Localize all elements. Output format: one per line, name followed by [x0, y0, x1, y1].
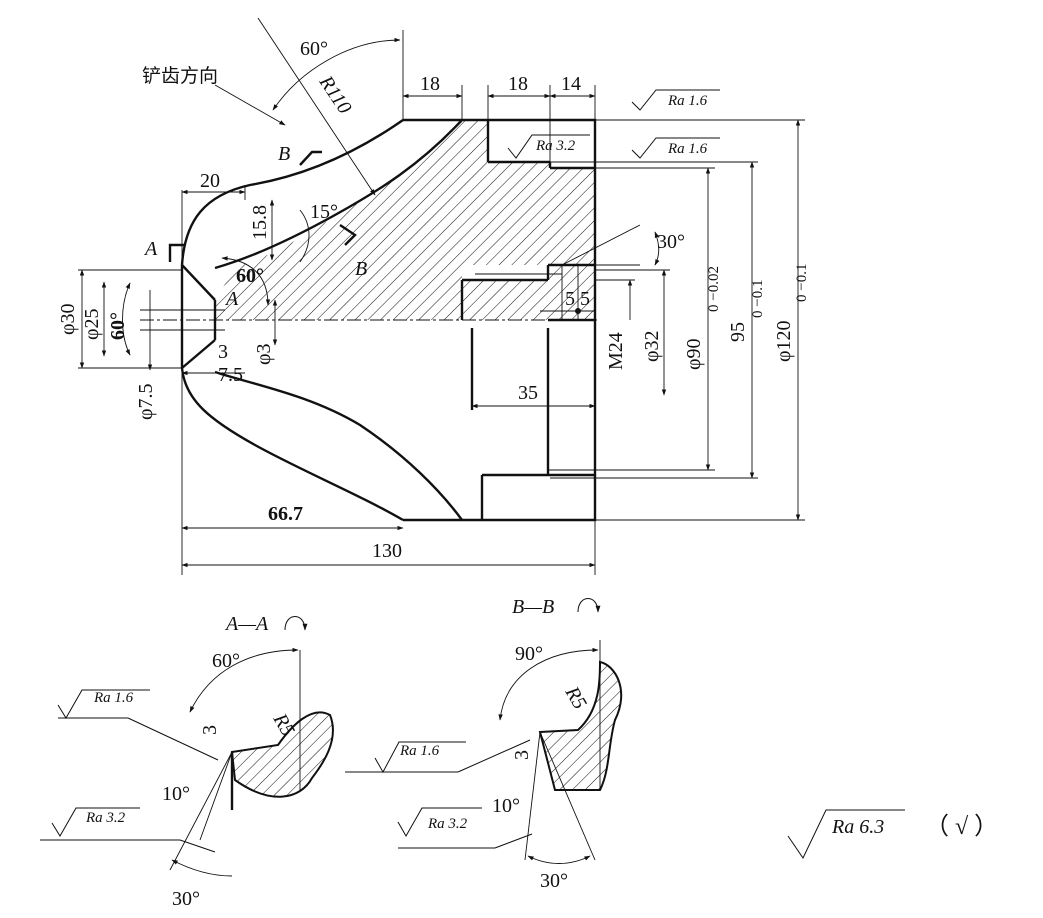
dim-95: 95 — [727, 322, 749, 342]
dim-phi90: φ90 — [683, 338, 705, 370]
dim-r110: R110 — [314, 71, 356, 118]
dim-5-5: 5 5 — [565, 288, 590, 310]
rotate-a-icon — [284, 616, 308, 631]
ext-30deg — [561, 224, 641, 266]
note-relief-direction: 铲齿方向 — [142, 65, 218, 87]
tol-phi90: 0 −0.02 — [706, 266, 722, 312]
curve-upper-outer — [180, 119, 404, 266]
dim-18a: 18 — [420, 73, 440, 95]
svg-text:Ra 3.2: Ra 3.2 — [85, 810, 126, 826]
dim-60-top: 60° — [300, 38, 328, 60]
dim-15deg: 15° — [310, 201, 338, 223]
cut-b1 — [299, 150, 322, 166]
dim-14: 14 — [561, 73, 581, 95]
dim-60-side: 60° — [107, 312, 129, 340]
rotate-b-icon — [577, 598, 601, 613]
tol-phi120: 0 −0.1 — [794, 264, 810, 302]
dim-35: 35 — [518, 382, 538, 404]
arc-60-side — [122, 282, 131, 356]
dim-15-8: 15.8 — [249, 205, 271, 240]
mark-a2: A — [224, 288, 239, 310]
general-roughness-value: Ra 6.3 — [831, 816, 884, 838]
mark-b1: B — [278, 143, 290, 165]
general-roughness: Ra 6.3 （ √ ） — [787, 809, 998, 859]
section-b-arc-90 — [498, 647, 599, 721]
section-a-arc-60 — [189, 647, 299, 713]
section-b-roughness-1: Ra 1.6 — [345, 739, 531, 774]
mark-a1: A — [143, 238, 158, 260]
dim-66-7: 66.7 — [268, 503, 303, 525]
dim-phi7-5: φ7.5 — [135, 383, 157, 420]
section-a-roughness-1: Ra 1.6 — [57, 689, 219, 761]
dim-phi3: φ3 — [253, 343, 275, 365]
svg-text:Ra 1.6: Ra 1.6 — [93, 690, 134, 706]
dim-3: 3 — [218, 341, 228, 363]
dim-20: 20 — [200, 170, 220, 192]
curve-lower-inner — [214, 370, 463, 521]
arc-15deg — [299, 209, 310, 263]
relief-leader — [214, 84, 286, 126]
section-b-hatch — [538, 660, 623, 791]
dim-7-5: 7.5 — [218, 364, 243, 386]
section-a-3: 3 — [199, 725, 221, 735]
dim-60-tip: 60° — [236, 265, 264, 287]
section-a-line1 — [169, 751, 233, 871]
section-a-a: A—A 60° R5 3 10° 30° Ra 1.6 Ra 3.2 — [40, 613, 334, 910]
arc-30deg — [654, 231, 660, 266]
dim-5-5-dot — [575, 308, 581, 314]
svg-text:Ra 1.6: Ra 1.6 — [399, 743, 440, 759]
section-b-90: 90° — [515, 643, 543, 665]
section-a-title: A—A — [224, 613, 269, 635]
tip-lower — [181, 339, 216, 369]
section-b-3: 3 — [511, 750, 533, 760]
svg-text:Ra 3.2: Ra 3.2 — [535, 138, 576, 154]
section-b-b: B—B 90° R5 3 10° 30° Ra 1.6 Ra 3.2 — [345, 596, 623, 892]
roughness-top: Ra 1.6 — [631, 89, 720, 111]
section-b-arc-30 — [527, 855, 591, 864]
dim-m24: M24 — [605, 332, 627, 370]
svg-text:Ra 1.6: Ra 1.6 — [667, 93, 708, 109]
roughness-mid: Ra 3.2 — [507, 134, 590, 159]
dim-phi32: φ32 — [641, 330, 663, 362]
section-b-10: 10° — [492, 795, 520, 817]
arc-60-tip — [221, 256, 271, 306]
section-b-roughness-2: Ra 3.2 — [397, 807, 533, 849]
dim-18b: 18 — [508, 73, 528, 95]
cut-a1 — [168, 243, 185, 262]
section-b-line1 — [524, 731, 541, 861]
dim-130: 130 — [372, 540, 402, 562]
dim-phi30: φ30 — [57, 303, 79, 335]
section-b-line2 — [539, 731, 596, 861]
section-a-30: 30° — [172, 888, 200, 910]
curve-upper-inner — [214, 119, 463, 270]
roughness-right: Ra 1.6 — [631, 137, 720, 159]
section-a-10: 10° — [162, 783, 190, 805]
section-a-line2 — [199, 751, 233, 841]
section-b-30: 30° — [540, 870, 568, 892]
tol-95: 0 −0.1 — [750, 280, 766, 318]
section-a-roughness-2: Ra 3.2 — [40, 807, 216, 853]
dim-30deg: 30° — [657, 231, 685, 253]
section-a-60: 60° — [212, 650, 240, 672]
dim-phi25: φ25 — [81, 308, 103, 340]
section-a-hatch — [230, 711, 334, 798]
mark-b2: B — [355, 258, 367, 280]
svg-text:Ra 3.2: Ra 3.2 — [427, 816, 468, 832]
curve-lower-outer — [180, 367, 404, 522]
svg-text:Ra 1.6: Ra 1.6 — [667, 141, 708, 157]
arc-60-top — [272, 37, 401, 111]
section-b-r5: R5 — [560, 682, 591, 713]
general-roughness-note: （ √ ） — [925, 814, 998, 840]
tip-upper — [181, 264, 216, 301]
section-hatch-upper — [215, 120, 595, 320]
main-view: 130 66.7 35 18 18 14 R110 60° 铲齿方向 B B — [57, 17, 810, 575]
section-b-title: B—B — [512, 596, 554, 618]
cut-b2 — [339, 224, 357, 246]
section-a-arc-30 — [171, 859, 233, 877]
dim-phi120: φ120 — [773, 320, 795, 362]
